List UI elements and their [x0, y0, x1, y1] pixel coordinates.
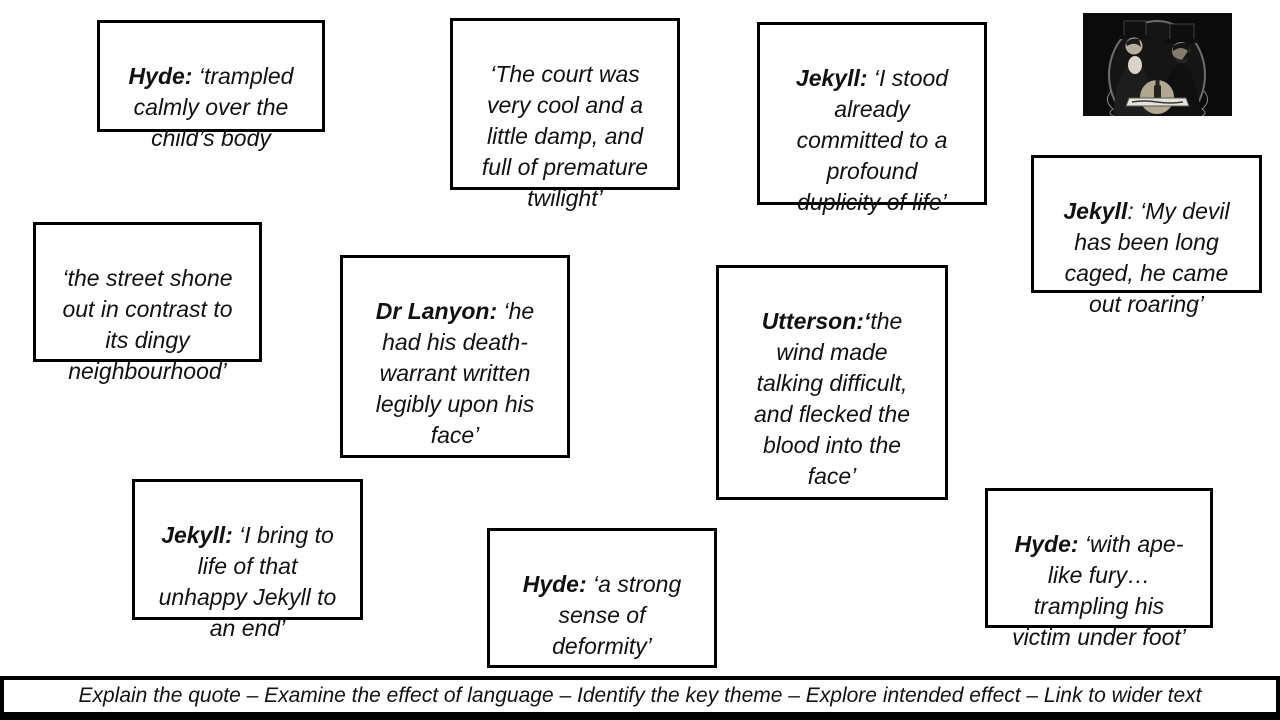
quote-text: ‘I bring to life of that unhappy Jekyll …: [158, 522, 337, 641]
quote-text: ‘trampled calmly over the child’s body: [133, 63, 294, 151]
quote-text: the wind made talking difficult, and fle…: [753, 308, 910, 489]
quote-text: ‘he had his death- warrant written legib…: [375, 298, 535, 448]
speaker-label: Hyde:: [128, 63, 193, 89]
quote-box-utterson-wind: Utterson:‘the wind made talking difficul…: [716, 265, 948, 500]
speaker-label: Jekyll: [1063, 198, 1128, 224]
quote-box-court-twilight: ‘The court was very cool and a little da…: [450, 18, 680, 211]
quote-box-lanyon-death-warrant: Dr Lanyon: ‘he had his death- warrant wr…: [340, 255, 570, 458]
quote-box-jekyll-unhappy-end: Jekyll: ‘I bring to life of that unhappy…: [132, 479, 363, 641]
quote-text: ‘I stood already committed to a profound…: [796, 65, 949, 215]
footer-task-banner: Explain the quote – Examine the effect o…: [0, 676, 1280, 720]
quote-text: ‘with ape- like fury… trampling his vict…: [1012, 531, 1186, 650]
speaker-label: Jekyll:: [795, 65, 868, 91]
quote-box-street-shone: ‘the street shone out in contrast to its…: [33, 222, 262, 384]
quote-box-jekyll-devil-caged: Jekyll: ‘My devil has been long caged, h…: [1031, 155, 1262, 317]
quote-text: : ‘My devil has been long caged, he came…: [1064, 198, 1230, 317]
speaker-label: Jekyll:: [161, 522, 233, 548]
speaker-label: Dr Lanyon:: [375, 298, 498, 324]
quote-text: ‘the street shone out in contrast to its…: [62, 265, 233, 384]
quote-box-hyde-ape-fury: Hyde: ‘with ape- like fury… trampling hi…: [985, 488, 1213, 650]
speaker-label: Hyde:: [522, 571, 587, 597]
quote-box-jekyll-duplicity: Jekyll: ‘I stood already committed to a …: [757, 22, 987, 215]
speaker-label: Hyde:: [1014, 531, 1079, 557]
jekyll-hyde-illustration: [1083, 13, 1232, 116]
quote-text: ‘The court was very cool and a little da…: [481, 61, 649, 211]
quote-box-hyde-trampled: Hyde: ‘trampled calmly over the child’s …: [97, 20, 325, 151]
speaker-label: Utterson:‘: [761, 308, 871, 334]
quote-text: ‘a strong sense of deformity’: [552, 571, 682, 659]
footer-task-text: Explain the quote – Examine the effect o…: [78, 684, 1202, 707]
quote-box-hyde-deformity: Hyde: ‘a strong sense of deformity’: [487, 528, 717, 668]
